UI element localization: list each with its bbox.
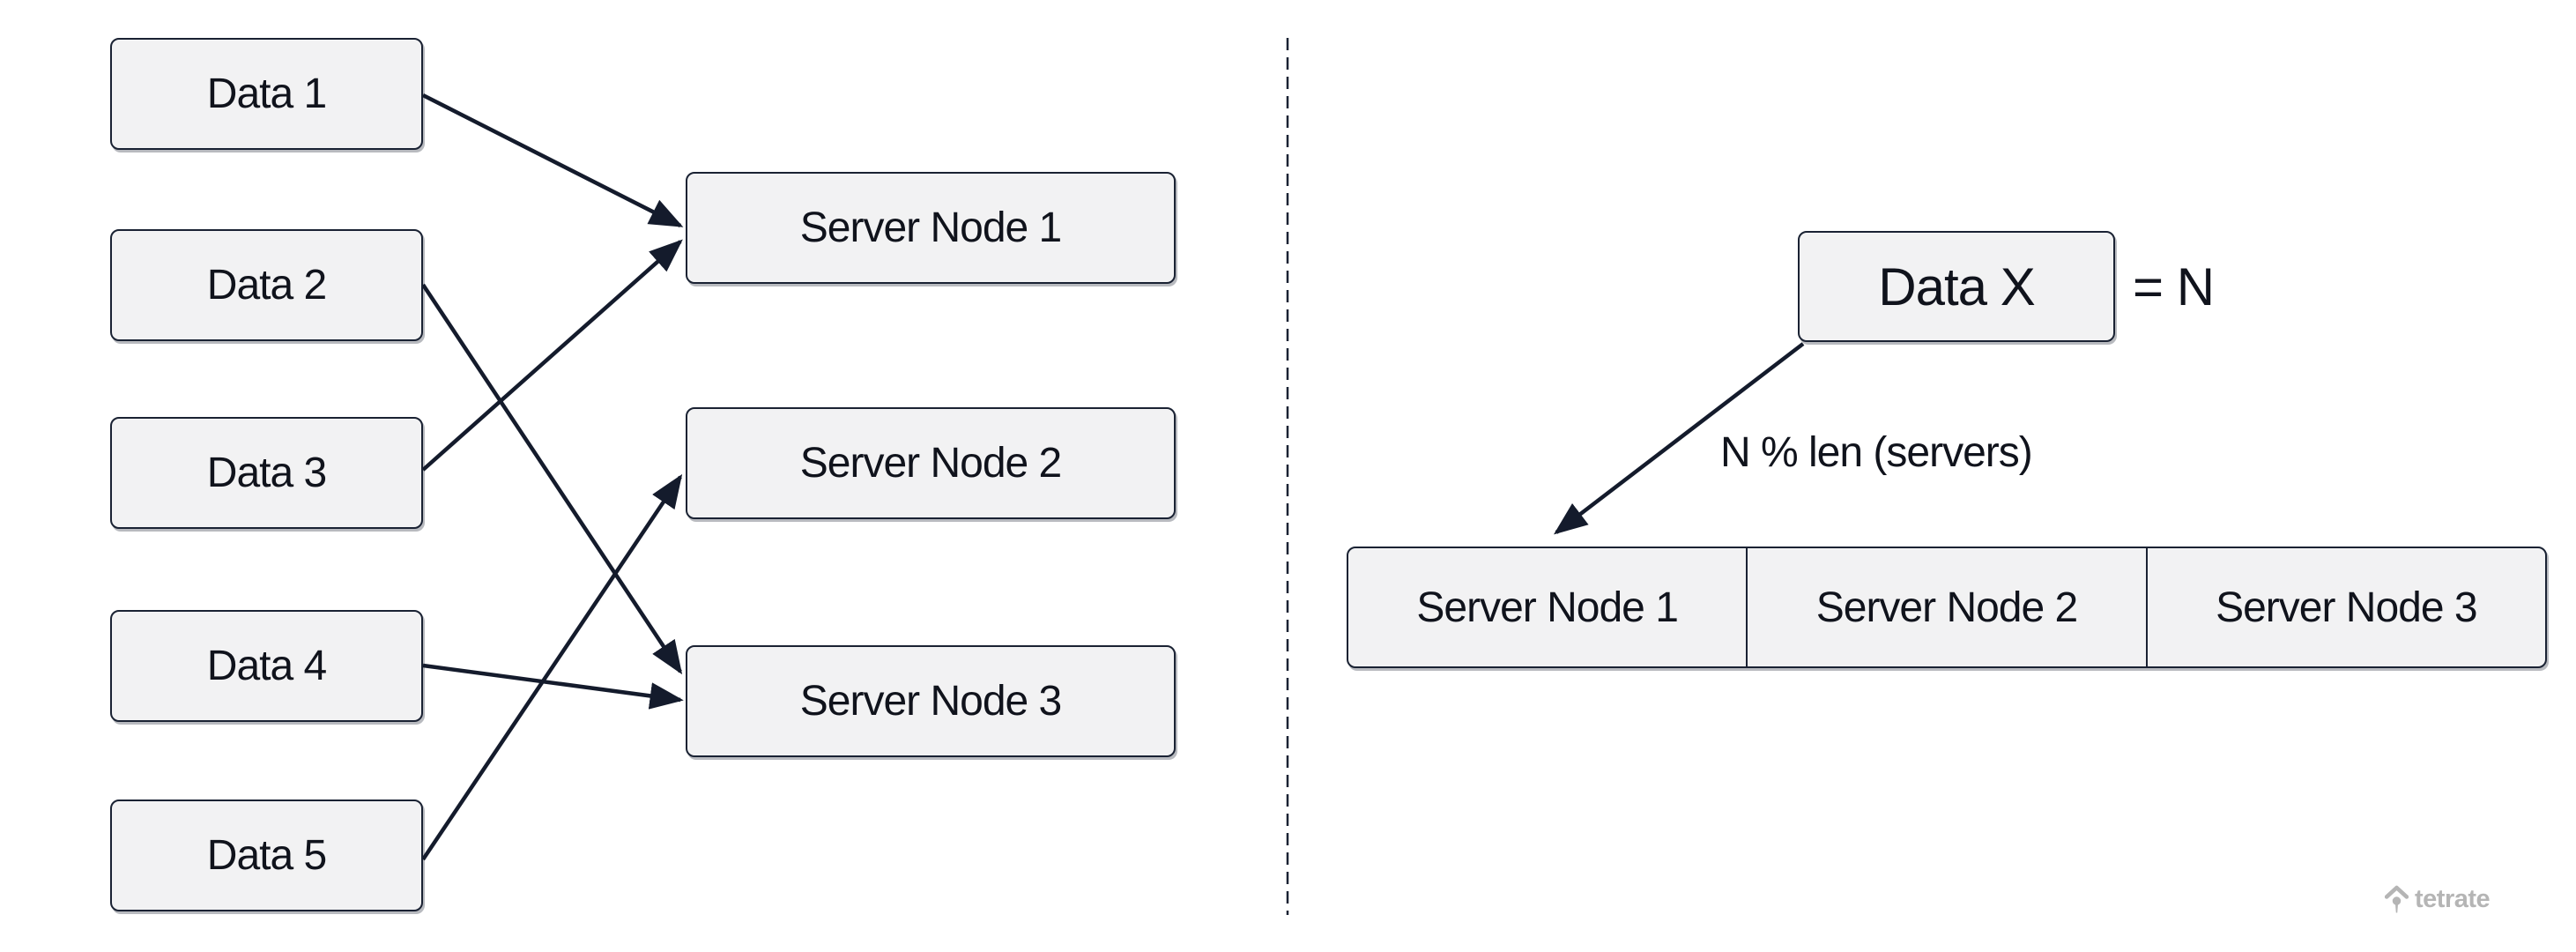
arrow-data2-to-server3 <box>421 283 683 675</box>
arrow-data1-to-server1 <box>421 93 684 228</box>
data1-node: Data 1 <box>110 38 423 150</box>
data2-node: Data 2 <box>110 229 423 341</box>
datax-label: Data X <box>1878 257 2035 316</box>
server-node-2: Server Node 2 <box>686 407 1176 519</box>
server-row-cell-3: Server Node 3 <box>2145 548 2545 666</box>
server-node-3: Server Node 3 <box>686 645 1176 757</box>
server-row-cell-1: Server Node 1 <box>1348 548 1746 666</box>
tetrate-logo-icon <box>2385 885 2409 913</box>
data5-node: Data 5 <box>110 800 423 911</box>
data3-node: Data 3 <box>110 417 423 529</box>
arrow-data5-to-server2 <box>421 473 683 861</box>
data4-node: Data 4 <box>110 610 423 722</box>
tetrate-logo-text: tetrate <box>2415 885 2491 913</box>
data1-label: Data 1 <box>206 71 327 117</box>
server-row-cell-2-label: Server Node 2 <box>1815 584 2078 631</box>
server-row-cell-3-label: Server Node 3 <box>2216 584 2477 631</box>
arrow-data3-to-server1 <box>421 239 683 472</box>
server-row: Server Node 1 Server Node 2 Server Node … <box>1347 547 2547 668</box>
server-node-2-label: Server Node 2 <box>799 440 1062 487</box>
datax-node: Data X <box>1798 231 2115 342</box>
equals-n-label: = N <box>2133 257 2215 316</box>
data4-label: Data 4 <box>206 643 327 689</box>
server-node-1: Server Node 1 <box>686 172 1176 284</box>
data5-label: Data 5 <box>206 832 327 879</box>
modulo-formula-label: N % len (servers) <box>1720 429 2033 476</box>
tetrate-branding: tetrate <box>2385 885 2491 914</box>
server-node-3-label: Server Node 3 <box>799 678 1062 725</box>
server-row-cell-1-label: Server Node 1 <box>1416 584 1678 631</box>
server-row-cell-2: Server Node 2 <box>1746 548 2145 666</box>
data2-label: Data 2 <box>206 262 327 309</box>
data3-label: Data 3 <box>206 450 327 496</box>
arrow-data4-to-server3 <box>422 663 684 710</box>
server-node-1-label: Server Node 1 <box>799 205 1062 251</box>
